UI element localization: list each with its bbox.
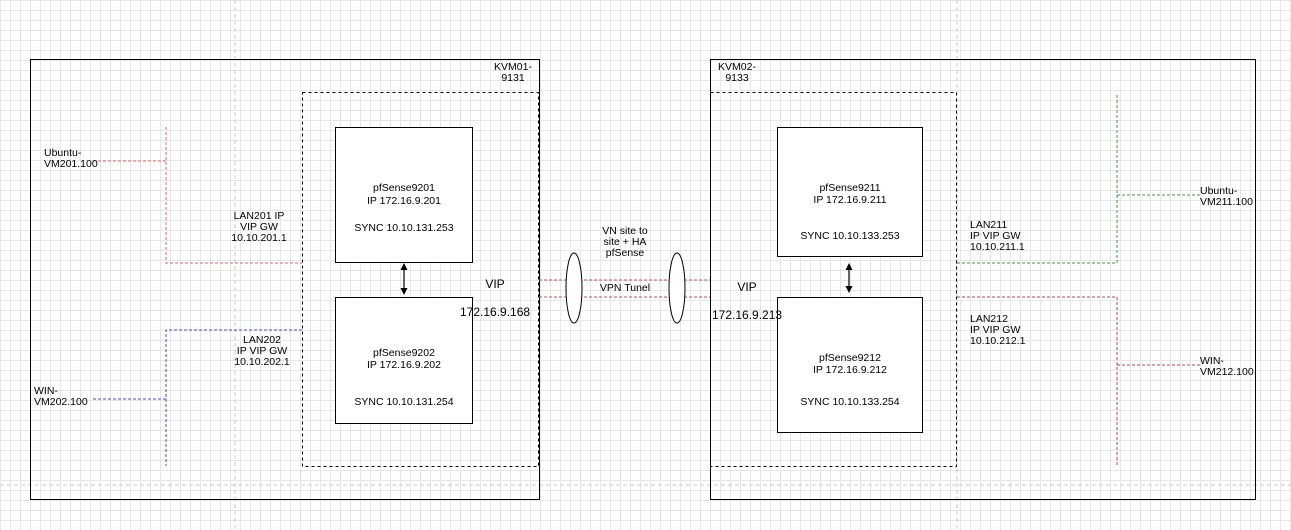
lan202-label: LAN202 IP VIP GW 10.10.202.1 bbox=[234, 334, 290, 368]
vpn-tunnel-endpoint-right[interactable] bbox=[668, 252, 686, 324]
sync-arrow-kvm01 bbox=[400, 263, 408, 295]
vip-ip: 172.16.9.213 bbox=[712, 308, 783, 322]
firewall-box-pfsense9202[interactable] bbox=[335, 297, 473, 424]
vip-label-kvm02: VIP 172.16.9.213 bbox=[712, 266, 782, 336]
ha-cluster-kvm02[interactable] bbox=[710, 92, 957, 467]
firewall-sync: SYNC 10.10.133.254 bbox=[800, 396, 900, 408]
host-label-kvm01: KVM01- 9131 bbox=[494, 61, 532, 84]
host-label-kvm02: KVM02- 9133 bbox=[718, 61, 756, 84]
firewall-ip: IP 172.16.9.202 bbox=[367, 359, 441, 371]
sync-arrow-kvm02 bbox=[845, 263, 853, 293]
firewall-box-pfsense9211[interactable] bbox=[777, 127, 923, 257]
lan211-link bbox=[957, 93, 1200, 264]
vip-title: VIP bbox=[737, 280, 757, 294]
lan212-label: LAN212 IP VIP GW 10.10.212.1 bbox=[970, 313, 1026, 347]
firewall-name: pfSense9201 bbox=[373, 182, 435, 194]
firewall-sync: SYNC 10.10.133.253 bbox=[800, 230, 900, 242]
ha-cluster-kvm01[interactable] bbox=[302, 92, 539, 467]
firewall-sync: SYNC 10.10.131.254 bbox=[354, 396, 454, 408]
vm-ubuntu-vm201[interactable]: Ubuntu- VM201.100 bbox=[44, 147, 98, 170]
vm-win-vm202[interactable]: WIN- VM202.100 bbox=[34, 385, 88, 408]
firewall-box-pfsense9201[interactable] bbox=[335, 127, 473, 263]
lan212-link bbox=[957, 296, 1200, 466]
vm-ubuntu-vm211[interactable]: Ubuntu- VM211.100 bbox=[1200, 185, 1253, 208]
host-box-kvm02[interactable] bbox=[710, 59, 1256, 500]
firewall-name: pfSense9211 bbox=[819, 182, 881, 194]
vpn-tunnel-label: VPN Tunel bbox=[599, 282, 651, 294]
vip-title: VIP bbox=[485, 277, 505, 291]
firewall-ip: IP 172.16.9.211 bbox=[813, 194, 887, 206]
vpn-title: VN site to site + HA pfSense bbox=[602, 225, 648, 259]
firewall-ip: IP 172.16.9.201 bbox=[367, 195, 441, 207]
vm-win-vm212[interactable]: WIN- VM212.100 bbox=[1200, 355, 1254, 378]
firewall-ip: IP 172.16.9.212 bbox=[813, 364, 887, 376]
lan201-link bbox=[93, 127, 302, 264]
firewall-sync: SYNC 10.10.131.253 bbox=[354, 222, 454, 234]
vip-ip: 172.16.9.168 bbox=[460, 305, 531, 319]
vip-label-kvm01: VIP 172.16.9.168 bbox=[460, 263, 530, 333]
lan202-link bbox=[93, 329, 302, 466]
firewall-box-pfsense9212[interactable] bbox=[777, 297, 923, 433]
lan211-label: LAN211 IP VIP GW 10.10.211.1 bbox=[970, 219, 1025, 253]
firewall-name: pfSense9202 bbox=[373, 347, 435, 359]
lan201-label: LAN201 IP VIP GW 10.10.201.1 bbox=[231, 210, 287, 244]
vpn-tunnel-endpoint-left[interactable] bbox=[565, 252, 583, 324]
firewall-name: pfSense9212 bbox=[819, 352, 881, 364]
